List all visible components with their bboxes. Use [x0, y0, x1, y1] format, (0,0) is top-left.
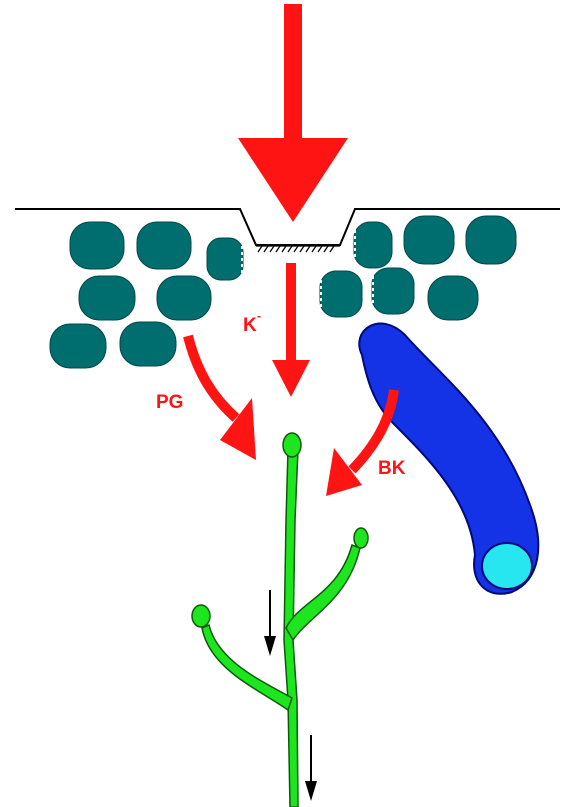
- prostaglandin-arrow: [188, 336, 256, 460]
- blood-vessel-lumen: [482, 543, 532, 589]
- tissue-cell: [404, 216, 454, 264]
- tissue-cells: [50, 216, 516, 368]
- potassium-arrow: [272, 263, 310, 397]
- potassium-charge-label: -: [257, 309, 261, 323]
- tissue-cell: [120, 322, 176, 366]
- tissue-cell: [372, 268, 414, 314]
- nerve-ending: [283, 433, 301, 457]
- tissue-cell: [466, 216, 516, 264]
- prostaglandin-label: PG: [156, 392, 183, 413]
- injury-site-hatching: [256, 246, 340, 252]
- nerve-ending: [192, 605, 210, 627]
- tissue-cell: [207, 238, 243, 280]
- tissue-cell: [70, 222, 124, 269]
- tissue-cell: [354, 222, 392, 268]
- tissue-cell: [137, 222, 191, 269]
- tissue-cell: [320, 271, 362, 317]
- potassium-label: K: [243, 315, 257, 336]
- tissue-cell: [50, 324, 106, 368]
- nerve-ending: [354, 528, 368, 548]
- tissue-cell: [157, 276, 211, 320]
- tissue-cell: [428, 276, 478, 320]
- nerve-left-branch: [202, 625, 292, 710]
- nerve-right-branch: [286, 545, 360, 640]
- noxious-stimulus-arrow: [238, 4, 348, 222]
- tissue-cell: [79, 276, 135, 320]
- bradykinin-label: BK: [378, 458, 406, 479]
